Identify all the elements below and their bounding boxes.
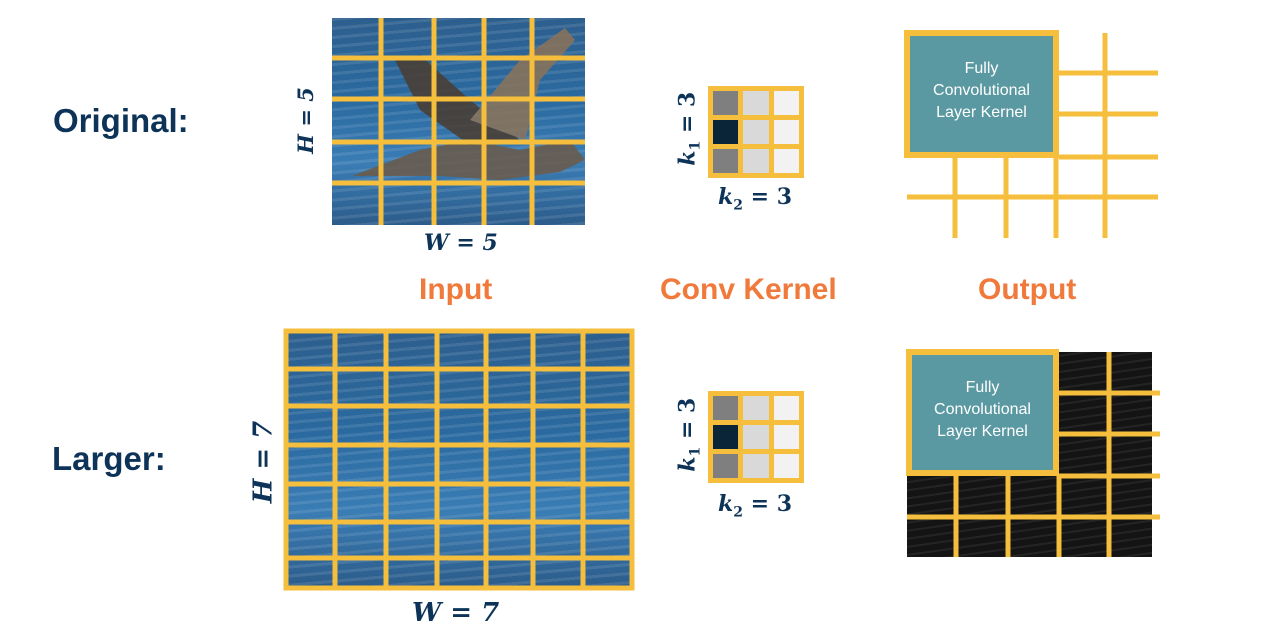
label-large-k2: k2 = 3 xyxy=(718,491,792,520)
input-image-larger xyxy=(286,331,632,588)
label-large-w: W = 7 xyxy=(412,598,500,628)
kernel-cell xyxy=(713,149,739,173)
k2-subscript: 2 xyxy=(733,197,743,214)
fcl-text-line: Fully xyxy=(964,60,999,77)
k-symbol: k xyxy=(674,456,701,472)
kernel-cell xyxy=(773,396,799,420)
kernel-cell xyxy=(773,425,799,449)
column-label-output: Output xyxy=(978,273,1077,306)
column-label-input: Input xyxy=(419,273,493,306)
k-value: = 3 xyxy=(750,491,793,517)
kernel-cell xyxy=(773,91,799,115)
kernel-cell xyxy=(713,91,739,115)
k-value: = 3 xyxy=(750,184,793,210)
label-orig-h: H = 5 xyxy=(292,87,318,154)
kernel-cell xyxy=(773,120,799,144)
kernel-cell xyxy=(713,120,739,144)
k-symbol: k xyxy=(674,150,701,166)
k1-subscript: 1 xyxy=(687,140,704,151)
fcl-text-line: Convolutional xyxy=(934,401,1031,418)
grid-border-larger xyxy=(283,328,635,591)
kernel-cell xyxy=(743,149,769,173)
fcl-kernel-box-larger: Fully Convolutional Layer Kernel xyxy=(906,349,1059,476)
k-value: = 3 xyxy=(674,397,701,440)
kernel-cell xyxy=(773,149,799,173)
kernel-cell xyxy=(743,425,769,449)
k1-subscript: 1 xyxy=(687,446,704,457)
label-large-k1: k1 = 3 xyxy=(674,398,703,472)
k-value: = 3 xyxy=(674,91,701,134)
conv-kernel-original xyxy=(708,86,804,178)
fcl-text-line: Convolutional xyxy=(933,82,1030,99)
kernel-cell xyxy=(773,454,799,478)
k-symbol: k xyxy=(718,184,734,210)
kernel-cell xyxy=(743,120,769,144)
kernel-cell xyxy=(713,454,739,478)
row-label-larger: Larger: xyxy=(52,440,166,477)
label-orig-k2: k2 = 3 xyxy=(718,184,792,213)
label-large-h: H = 7 xyxy=(248,420,279,504)
row-label-original: Original: xyxy=(53,102,189,139)
kernel-cell xyxy=(713,396,739,420)
k-symbol: k xyxy=(718,491,734,517)
kernel-cell xyxy=(743,454,769,478)
column-label-kernel: Conv Kernel xyxy=(660,273,837,306)
fcl-kernel-box-original: Fully Convolutional Layer Kernel xyxy=(904,30,1059,158)
kernel-cell xyxy=(743,396,769,420)
fcl-text-line: Layer Kernel xyxy=(936,104,1027,121)
kernel-cell xyxy=(713,425,739,449)
label-orig-w: W = 5 xyxy=(424,230,498,256)
fcl-text-line: Fully xyxy=(965,379,1000,396)
conv-kernel-larger xyxy=(708,391,804,483)
kernel-cell xyxy=(743,91,769,115)
label-orig-k1: k1 = 3 xyxy=(674,92,703,166)
k2-subscript: 2 xyxy=(733,504,743,521)
fcl-text-line: Layer Kernel xyxy=(937,423,1028,440)
